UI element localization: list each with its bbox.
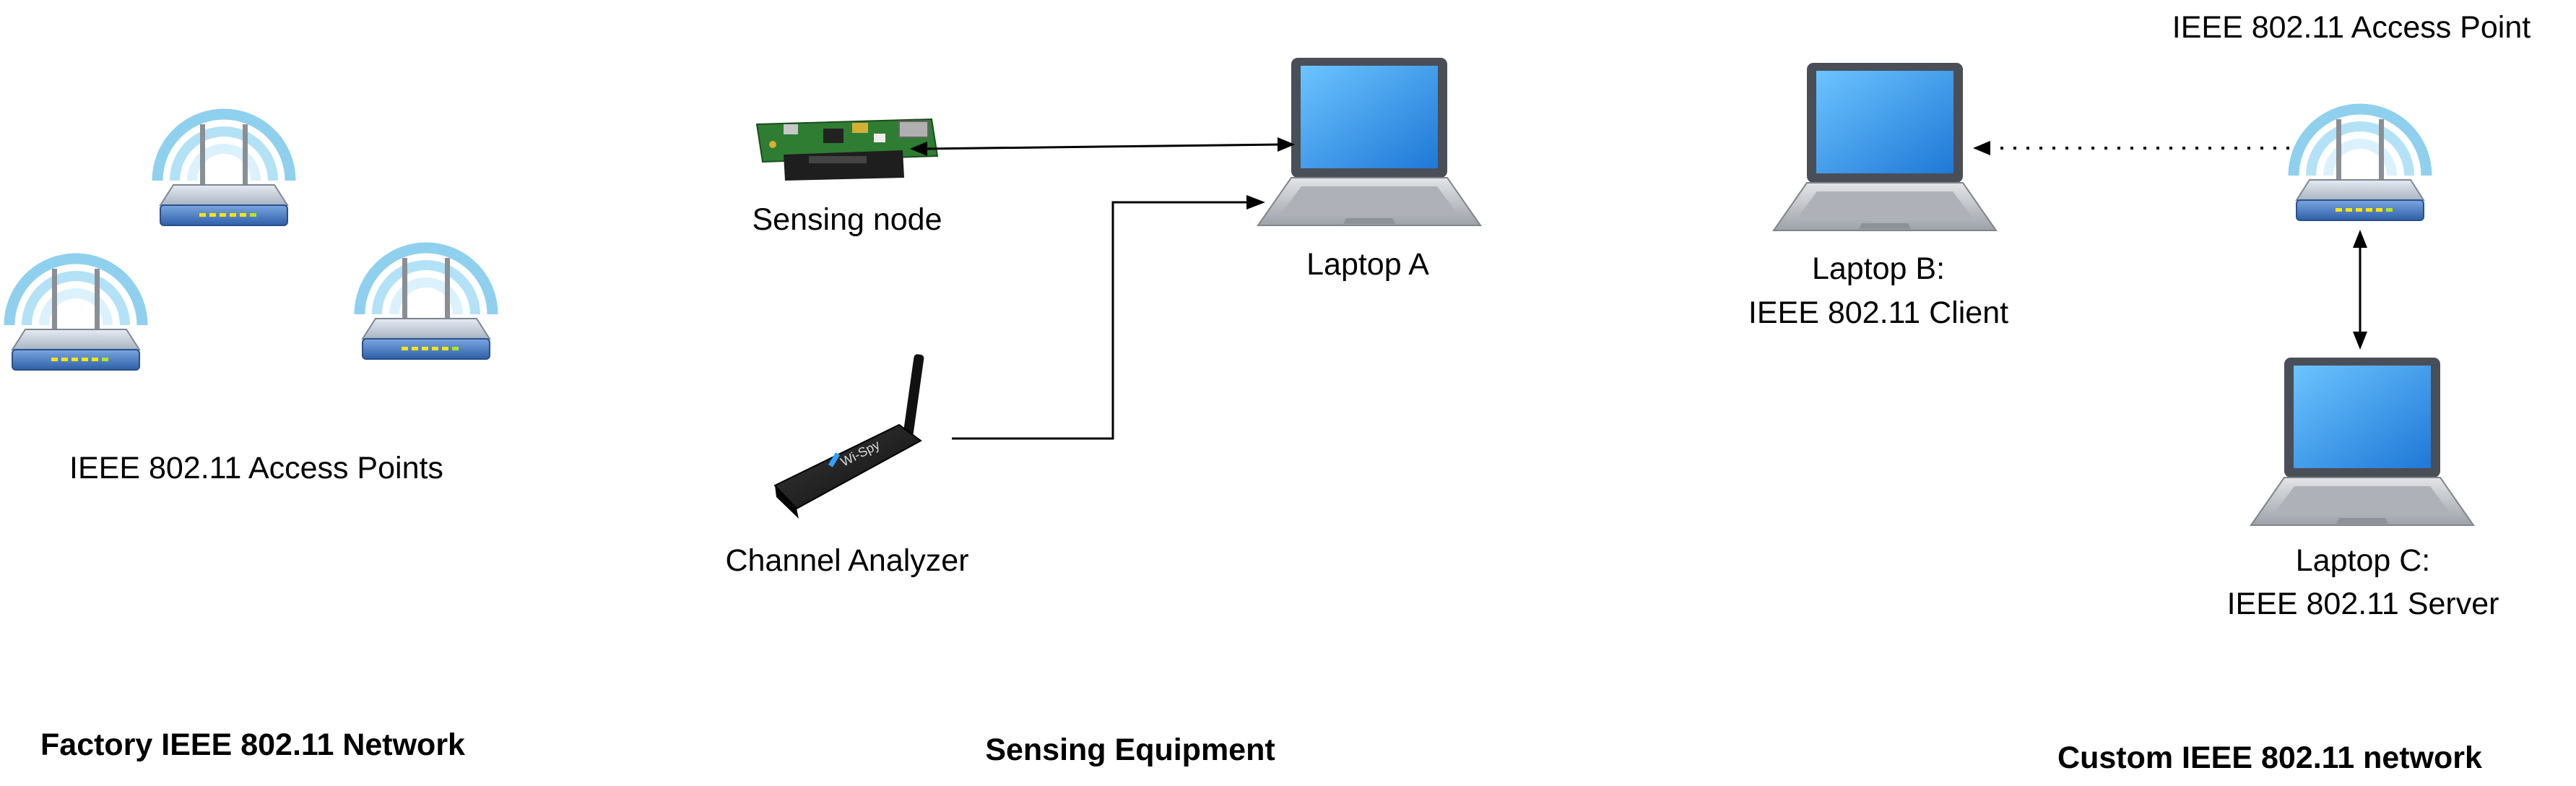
access-point-icon — [2294, 109, 2427, 220]
access-point-icon — [360, 248, 493, 359]
ap-server-link — [2353, 230, 2367, 350]
wireless-link — [1973, 141, 2289, 155]
channel-analyzer-icon: Wi-Spy — [773, 354, 924, 519]
laptop-c-label-line2: IEEE 802.11 Server — [2227, 587, 2499, 621]
section-title-factory: Factory IEEE 802.11 Network — [40, 727, 465, 762]
channel-analyzer-label: Channel Analyzer — [725, 543, 968, 578]
access-point-icon — [9, 259, 142, 370]
laptop-c-label-line1: Laptop C: — [2296, 543, 2430, 578]
access-point-icon — [157, 114, 290, 225]
channel-analyzer-link — [952, 195, 1265, 440]
laptop-a-label: Laptop A — [1306, 247, 1429, 282]
sensing-node-link — [910, 137, 1295, 156]
laptop-a-icon — [1257, 57, 1481, 226]
laptop-b-label-line1: Laptop B: — [1812, 251, 1945, 286]
laptop-b-label-line2: IEEE 802.11 Client — [1748, 295, 2008, 330]
sensing-node-label: Sensing node — [753, 202, 942, 237]
sensing-node-icon — [755, 118, 939, 181]
section-title-custom: Custom IEEE 802.11 network — [2057, 740, 2482, 775]
laptop-b-icon — [1773, 62, 1997, 231]
access-point-label: IEEE 802.11 Access Point — [2172, 10, 2531, 45]
ap-group-label: IEEE 802.11 Access Points — [69, 451, 443, 485]
laptop-c-icon — [2250, 357, 2474, 526]
section-title-sensing: Sensing Equipment — [985, 733, 1275, 767]
